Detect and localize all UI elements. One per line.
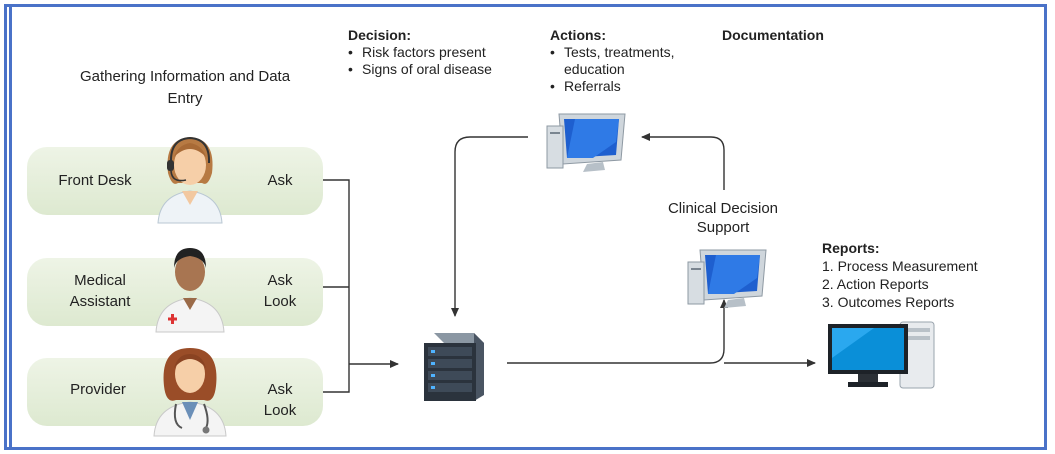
actions-item: Tests, treatments, education (550, 44, 710, 78)
decision-heading: Decision: (348, 27, 412, 43)
report-item: 1. Process Measurement (822, 258, 978, 274)
role-label-front-desk: Front Desk (58, 172, 132, 189)
role-actions-medical-assistant: Ask Look (263, 272, 297, 310)
cds-computer-icon (687, 249, 767, 308)
role-actions-front-desk: Ask (267, 172, 293, 189)
report-item: 3. Outcomes Reports (822, 294, 955, 310)
report-item: 2. Action Reports (822, 276, 929, 292)
receptionist-headset-icon (157, 136, 223, 224)
clinical-decision-support-label: Clinical Decision Support (667, 200, 779, 236)
computer-monitor-icon (546, 113, 626, 172)
role-label-provider: Provider (70, 381, 126, 398)
diagram-frame (4, 4, 1047, 450)
decision-item: Signs of oral disease (348, 61, 492, 78)
medical-assistant-icon (155, 248, 225, 333)
workstation-icon (828, 321, 935, 389)
role-label-medical-assistant: Medical Assistant (69, 272, 131, 310)
role-actions-provider: Ask Look (263, 381, 297, 419)
gathering-info-heading: Gathering Information and Data Entry (79, 68, 291, 107)
actions-item: Referrals (550, 78, 710, 95)
reports-heading: Reports: (822, 240, 880, 256)
actions-heading: Actions: (550, 27, 606, 43)
decision-item: Risk factors present (348, 44, 492, 61)
documentation-heading: Documentation (722, 27, 824, 43)
doctor-stethoscope-icon (153, 348, 227, 437)
reports-block: Reports: 1. Process Measurement 2. Actio… (822, 240, 978, 311)
decision-block: Decision: Risk factors present Signs of … (348, 27, 492, 78)
server-tower-icon (424, 333, 484, 401)
actions-block: Actions: Tests, treatments, education Re… (550, 27, 710, 95)
